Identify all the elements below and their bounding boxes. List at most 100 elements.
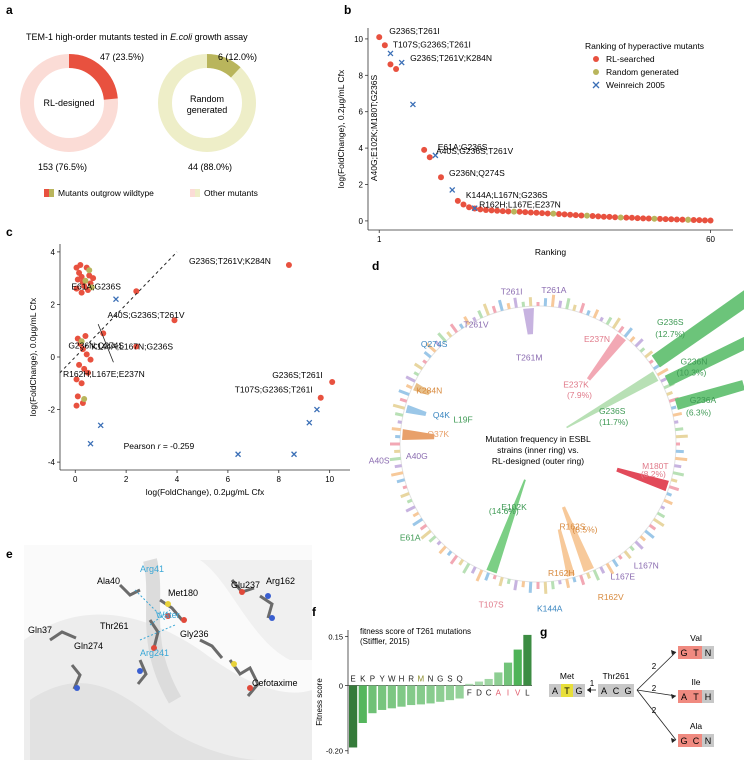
rl-point — [438, 174, 444, 181]
panel-label-b: b — [344, 3, 351, 17]
outer-ring-segment — [648, 523, 657, 531]
arrowhead-icon — [587, 687, 591, 693]
annotation-label: G236S;T261V;K284N — [410, 53, 492, 63]
outer-ring-segment — [498, 576, 504, 587]
mutation-label: Q274S — [421, 339, 448, 349]
residue-label-gln274: Gln274 — [74, 641, 103, 651]
outer-ring-segment — [611, 317, 621, 330]
outer-ring-segment — [434, 340, 442, 348]
frequency-wedge — [523, 308, 534, 335]
rl-point — [73, 376, 80, 383]
mutation-label: L19F — [453, 415, 472, 425]
hydrogen-bonds — [134, 589, 176, 641]
bar — [349, 685, 358, 748]
rl-point — [74, 276, 81, 283]
bar — [416, 685, 425, 705]
outer-ring-segment — [390, 471, 404, 477]
bar-category-label: Q — [457, 674, 463, 683]
outer-ring-segment — [543, 581, 548, 594]
rl-point — [73, 285, 80, 292]
outer-ring-segment — [639, 535, 647, 542]
rl-point — [516, 208, 523, 215]
outer-ring-segment — [462, 562, 471, 574]
outer-ring-segment — [428, 535, 437, 543]
weinreich-point — [97, 422, 104, 429]
outer-ring-segment — [398, 389, 410, 396]
left-codon-letter: A — [552, 686, 558, 696]
outer-ring-segment — [412, 517, 424, 527]
left-residue-label: Met — [560, 671, 575, 681]
rl-point — [460, 201, 467, 208]
rl-point — [679, 216, 686, 223]
rl-point — [84, 369, 91, 376]
nitrogen-atoms — [74, 593, 275, 691]
rl-point — [657, 215, 663, 222]
rl-point — [87, 356, 94, 363]
rl-point — [628, 214, 635, 221]
target-codon-letter: T — [693, 648, 699, 658]
outer-ring-segment — [629, 335, 636, 343]
outer-ring-segment — [644, 350, 654, 359]
outer-ring-segment — [550, 581, 555, 590]
outer-ring-segment — [437, 332, 447, 343]
outer-ring-segment — [605, 562, 615, 575]
mutation-label: (6.3%) — [686, 408, 711, 418]
outer-ring-segment — [492, 574, 497, 580]
rl-point — [555, 210, 562, 217]
outer-ring-segment — [668, 485, 680, 492]
residue-label-arg162: Arg162 — [266, 576, 295, 586]
rl-point — [482, 206, 489, 213]
frequency-wedge — [413, 382, 431, 396]
random-point — [617, 214, 624, 221]
annotation-label: G236N;Q274S — [68, 340, 124, 350]
annotation-label: E61A;G236S — [71, 281, 121, 291]
rl-point — [285, 262, 292, 269]
outer-ring-segment — [423, 350, 432, 359]
outer-ring-segment — [579, 574, 586, 586]
rl-point — [544, 210, 551, 217]
outer-ring-segment — [639, 347, 646, 353]
outer-ring-segment — [463, 315, 471, 326]
y-tick-label: 4 — [359, 144, 364, 153]
rl-point — [662, 216, 669, 223]
bar-category-label: H — [399, 674, 405, 683]
donut2-center-label-1: Random — [190, 94, 224, 104]
residue-sticks — [49, 579, 274, 697]
donut2-center-label-2: generated — [187, 105, 228, 115]
outer-ring-segment — [672, 411, 683, 417]
outer-ring-segment — [660, 505, 666, 510]
outer-ring-segment — [405, 505, 416, 513]
mutation-label: Q4K — [433, 410, 450, 420]
outer-ring-segment — [675, 434, 688, 439]
frequency-wedge — [586, 333, 626, 381]
step-count: 1 — [590, 679, 595, 688]
y-tick-label: -2 — [48, 406, 56, 415]
annotation-label: A40S;G236S;T261V — [107, 310, 184, 320]
outer-ring-segment — [491, 305, 497, 314]
outer-ring-segment — [400, 492, 410, 499]
frequency-wedge — [486, 479, 526, 574]
outer-ring-segment — [399, 397, 408, 403]
outer-ring-segment — [674, 464, 682, 469]
outer-ring-segment — [586, 309, 591, 316]
x-tick-label: 10 — [325, 475, 334, 484]
outer-ring-segment — [477, 310, 484, 319]
target-codon-letter: N — [705, 648, 712, 658]
outer-ring-segment — [458, 558, 465, 566]
outer-ring-segment — [389, 456, 401, 462]
rl-point — [578, 212, 585, 219]
weinreich-point — [306, 419, 313, 426]
target-codon-letter: G — [680, 736, 687, 746]
outer-ring-segment — [394, 412, 404, 417]
annotation-label: G236S;T261V;K284N — [189, 256, 271, 266]
weinreich-point — [113, 296, 119, 303]
left-codon-cell — [561, 684, 573, 697]
rl-point — [539, 210, 546, 217]
y-tick-label: 6 — [359, 108, 364, 117]
bar — [445, 685, 455, 701]
bar-category-label: C — [486, 688, 492, 697]
annotation-label: E61A;G236S — [438, 142, 488, 152]
